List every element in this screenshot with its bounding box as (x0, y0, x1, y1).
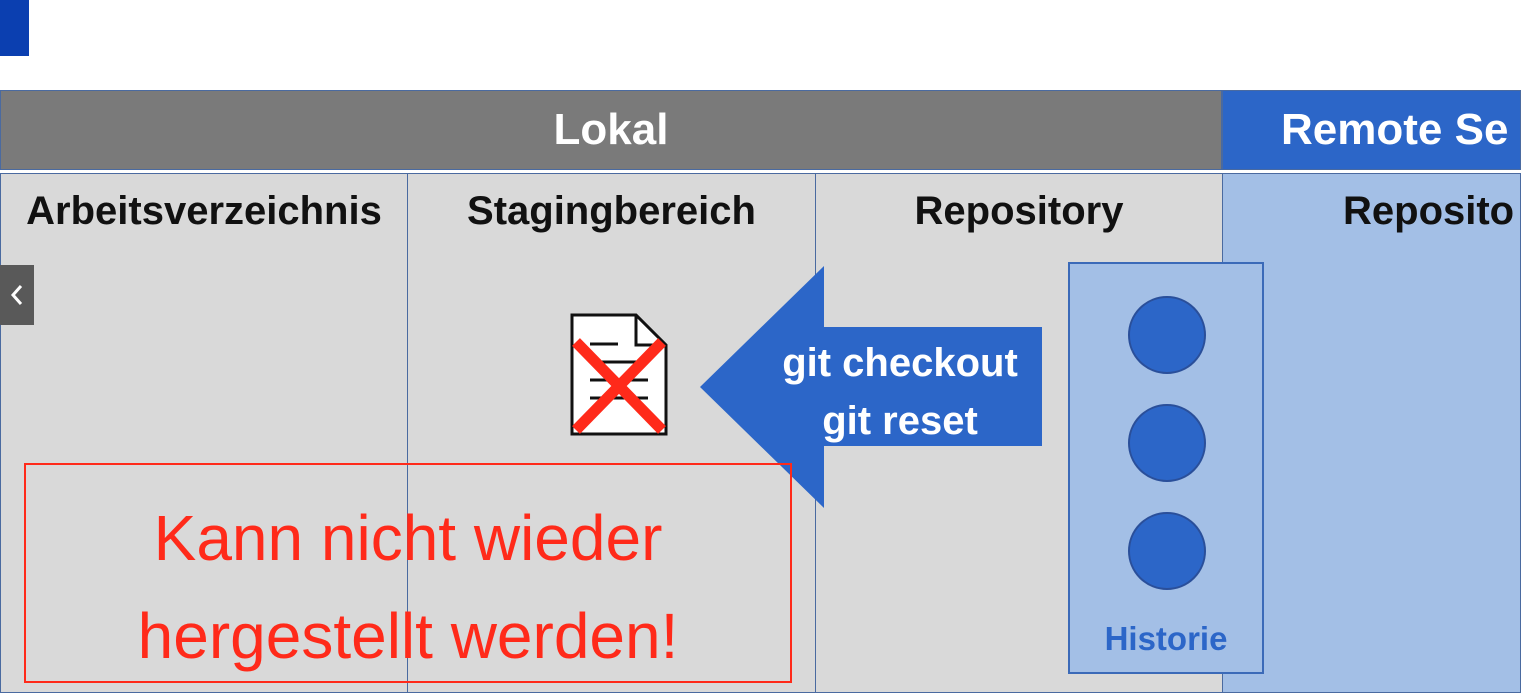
commit-node (1128, 296, 1206, 374)
column-title-staging: Stagingbereich (467, 189, 756, 233)
title-accent-bar (0, 0, 29, 56)
command-git-reset: git reset (822, 399, 978, 443)
column-working-directory: Arbeitsverzeichnis (0, 173, 408, 693)
column-remote-repository: Reposito (1222, 173, 1521, 693)
history-panel: Historie (1068, 262, 1264, 674)
column-title-working-directory: Arbeitsverzeichnis (26, 189, 382, 233)
header-local-label: Lokal (553, 105, 669, 154)
commit-node (1128, 512, 1206, 590)
chevron-left-icon (10, 285, 23, 305)
deleted-file-icon (570, 313, 668, 436)
header-remote: Remote Se (1222, 90, 1521, 170)
arrow-command-label: git checkout git reset (760, 334, 1040, 450)
arrow-left-icon (700, 266, 1042, 508)
history-label: Historie (1104, 620, 1228, 657)
column-title-remote-repository: Reposito (1343, 189, 1515, 233)
previous-slide-button[interactable] (0, 265, 34, 325)
commit-node (1128, 404, 1206, 482)
header-local: Lokal (0, 90, 1222, 170)
command-git-checkout: git checkout (782, 341, 1018, 385)
warning-box: Kann nicht wieder hergestellt werden! (24, 463, 792, 683)
warning-line-2: hergestellt werden! (137, 600, 679, 672)
header-remote-label: Remote Se (1281, 105, 1509, 154)
column-title-repository: Repository (914, 189, 1124, 233)
warning-line-1: Kann nicht wieder (153, 502, 663, 574)
warning-text: Kann nicht wieder hergestellt werden! (26, 489, 790, 685)
